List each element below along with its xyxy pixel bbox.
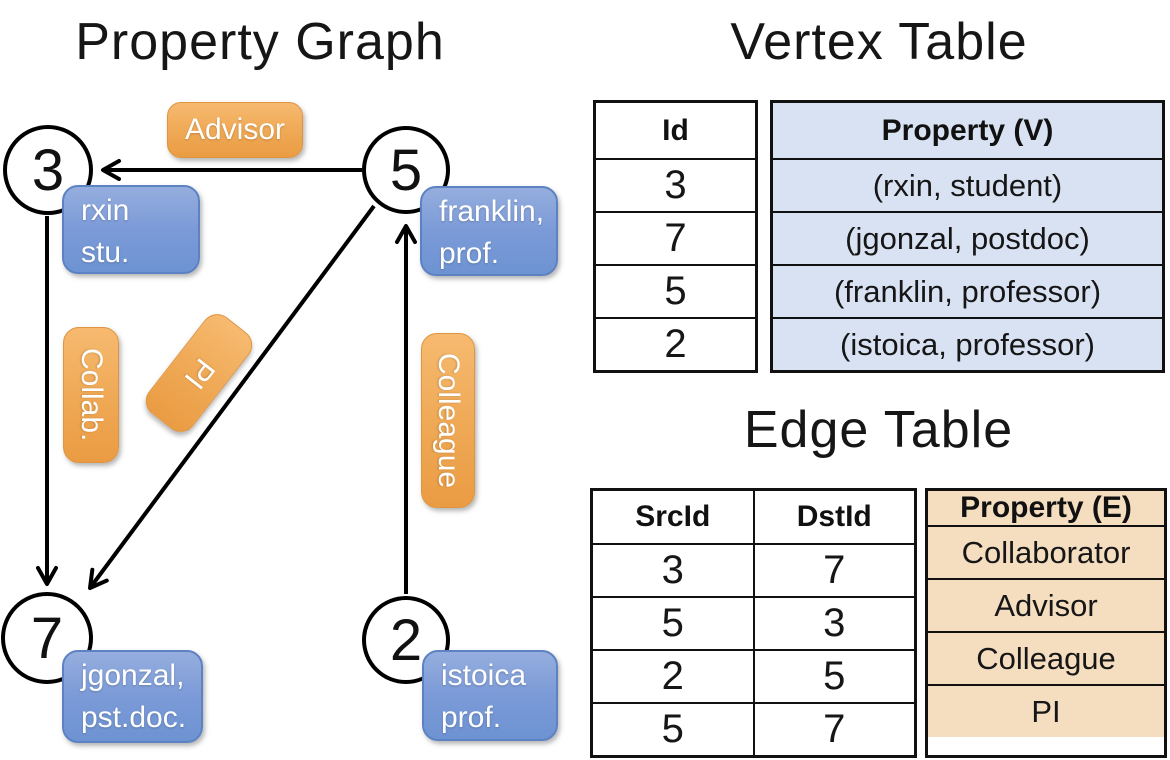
edge-table-srcid-column: SrcId 3 5 2 5 <box>593 491 753 755</box>
vertex-property-box-3: rxin stu. <box>62 185 200 274</box>
vertex-property-7-line2: pst.doc. <box>81 701 187 734</box>
edge-table-cell-src: 5 <box>593 702 753 755</box>
edge-table-cell-property: PI <box>928 684 1164 737</box>
edge-table-cell-dst: 7 <box>754 543 914 596</box>
vertex-table-cell-property: (jgonzal, postdoc) <box>773 211 1162 264</box>
vertex-node-2: 2 <box>362 596 450 684</box>
edge-table-cell-property: Advisor <box>928 578 1164 631</box>
vertex-property-2-line2: prof. <box>441 701 502 734</box>
vertex-table-cell-id: 3 <box>596 158 755 211</box>
vertex-table-title: Vertex Table <box>730 13 1028 71</box>
edge-table-property-header: Property (E) <box>928 491 1164 525</box>
vertex-node-5-id: 5 <box>389 137 423 203</box>
vertex-property-box-2: istoica prof. <box>422 650 558 741</box>
edge-table-property-column: Property (E) Collaborator Advisor Collea… <box>925 488 1167 758</box>
vertex-property-3-line1: rxin <box>81 194 130 227</box>
vertex-node-2-id: 2 <box>389 607 423 673</box>
vertex-node-3-id: 3 <box>31 137 65 203</box>
vertex-property-box-5: franklin, prof. <box>420 186 558 276</box>
vertex-table-property-header: Property (V) <box>773 103 1162 158</box>
edge-table-cell-src: 3 <box>593 543 753 596</box>
vertex-node-7-id: 7 <box>30 605 64 671</box>
vertex-table-cell-property: (istoica, professor) <box>773 317 1162 370</box>
edge-table-cell-property: Colleague <box>928 631 1164 684</box>
edge-table-cell-src: 2 <box>593 649 753 702</box>
graph-edges-layer <box>36 159 417 594</box>
edge-label-colleague: Colleague <box>421 333 475 508</box>
edge-5-to-7-pi <box>88 204 376 590</box>
edge-table-dstid-column: DstId 7 3 5 7 <box>752 491 914 755</box>
vertex-property-5-line2: prof. <box>439 237 500 270</box>
vertex-table-id-column: Id 3 7 5 2 <box>593 100 758 373</box>
vertex-table-cell-id: 2 <box>596 317 755 370</box>
edge-label-collab: Collab. <box>63 327 119 463</box>
vertex-table-cell-property: (rxin, student) <box>773 158 1162 211</box>
vertex-table-cell-id: 5 <box>596 264 755 317</box>
vertex-property-5-line1: franklin, <box>439 195 545 228</box>
edge-table-cell-dst: 3 <box>754 596 914 649</box>
edge-table-id-columns: SrcId 3 5 2 5 DstId 7 3 5 7 <box>590 488 917 758</box>
edge-table-srcid-header: SrcId <box>635 500 711 533</box>
vertex-property-box-7: jgonzal, pst.doc. <box>62 650 203 743</box>
vertex-property-2-line1: istoica <box>441 659 527 692</box>
vertex-table-cell-property: (franklin, professor) <box>773 264 1162 317</box>
property-graph-title: Property Graph <box>75 13 445 71</box>
edge-table-cell-dst: 7 <box>754 702 914 755</box>
edge-table-cell-src: 5 <box>593 596 753 649</box>
vertex-node-5: 5 <box>362 126 450 214</box>
edge-table-cell-dst: 5 <box>754 649 914 702</box>
edge-table-dstid-header: DstId <box>796 500 872 533</box>
vertex-property-3-line2: stu. <box>81 236 130 269</box>
vertex-table-cell-id: 7 <box>596 211 755 264</box>
vertex-property-7-line1: jgonzal, <box>81 659 185 692</box>
vertex-table-id-header: Id <box>662 113 689 147</box>
vertex-table-property-column: Property (V) (rxin, student) (jgonzal, p… <box>770 100 1165 373</box>
edge-label-advisor: Advisor <box>167 102 303 158</box>
edge-table-title: Edge Table <box>743 401 1014 459</box>
edge-table-cell-property: Collaborator <box>928 525 1164 578</box>
